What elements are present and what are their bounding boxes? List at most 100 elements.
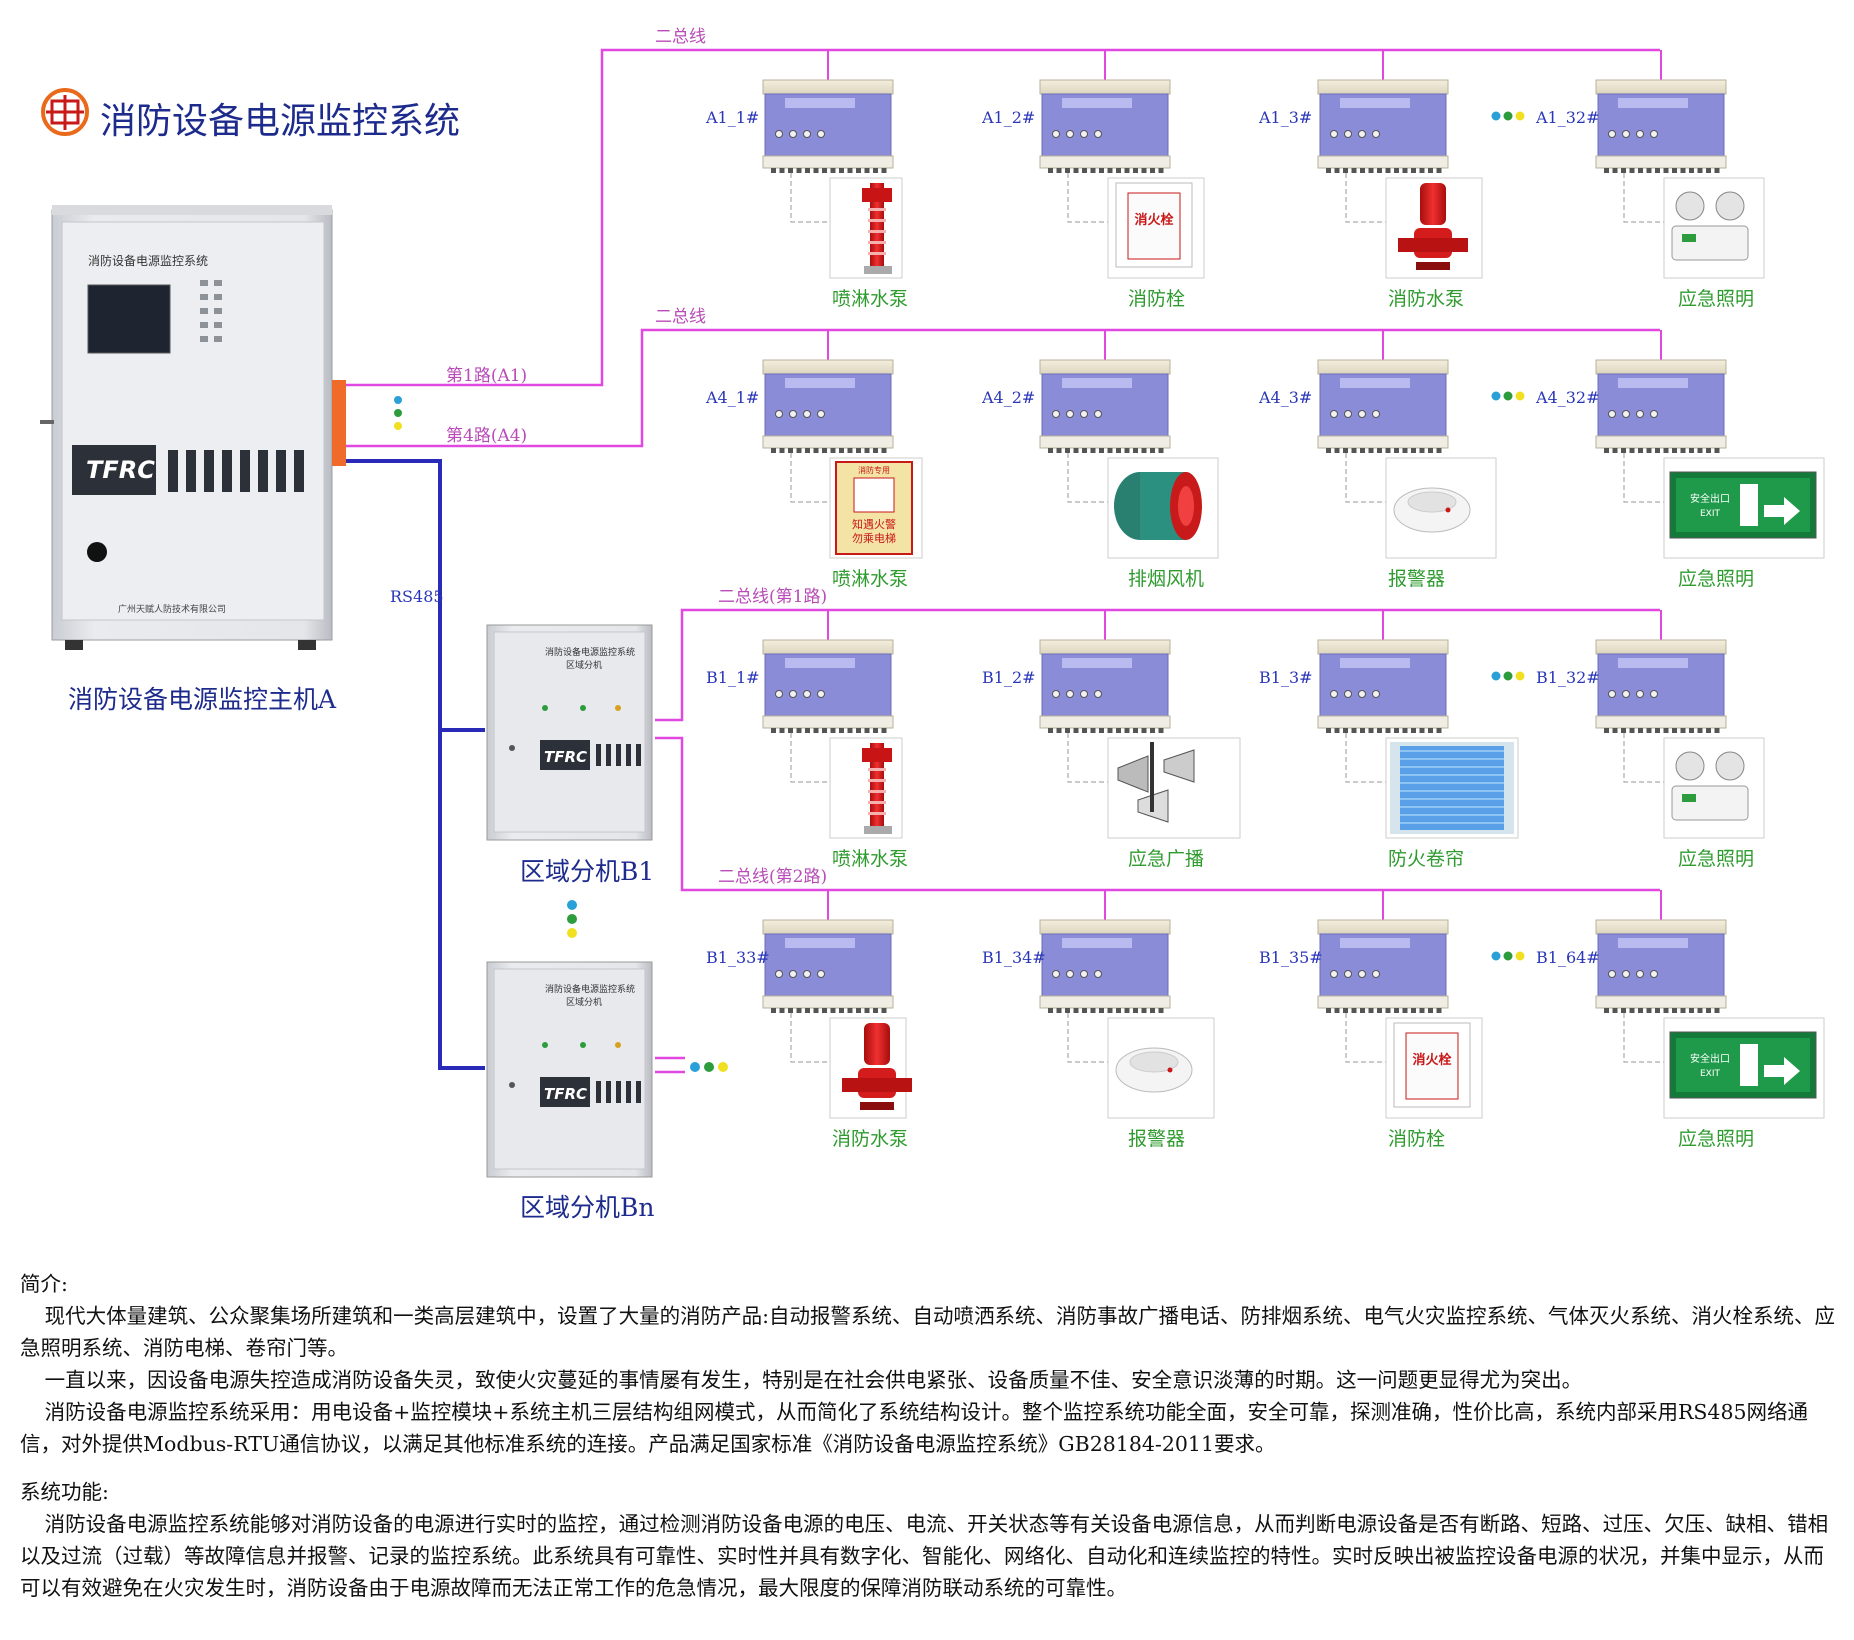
device-speaker	[1107, 737, 1241, 839]
monitor-module	[1039, 890, 1171, 1063]
monitor-module	[1595, 890, 1727, 1063]
device-label: 防火卷帘	[1388, 848, 1465, 870]
intro-paragraph-2: 一直以来，因设备电源失控造成消防设备失灵，致使火灾蔓延的事情屡有发生，特别是在社…	[44, 1368, 1583, 1392]
monitor-module	[1317, 610, 1449, 783]
device-label: 消防水泵	[1388, 288, 1465, 310]
sub1-caption: 区域分机B1	[520, 857, 655, 886]
module-address: A4_3#	[1259, 388, 1313, 407]
bus-lines-b1	[655, 608, 1660, 1074]
elevator-sign-main: 知遇火警	[852, 517, 896, 531]
module-address: B1_34#	[982, 948, 1046, 967]
device-label: 应急广播	[1128, 848, 1205, 870]
description: 简介: 现代大体量建筑、公众聚集场所建筑和一类高层建筑中，设置了大量的消防产品:…	[20, 1268, 1840, 1604]
intro-heading: 简介:	[20, 1272, 68, 1296]
device-label: 消防栓	[1128, 288, 1186, 310]
monitor-module	[762, 890, 894, 1063]
features-paragraph-1: 消防设备电源监控系统能够对消防设备的电源进行实时的监控，通过检测消防设备电源的电…	[20, 1512, 1829, 1600]
module-address: A1_2#	[982, 108, 1036, 127]
device-label: 应急照明	[1678, 288, 1755, 310]
device-detector	[1385, 457, 1497, 559]
module-rows: 消火栓消防专用知遇火警勿乘电梯安全出口EXIT消火栓安全出口EXIT	[762, 50, 1825, 1119]
subn-panel-sub: 区域分机	[566, 996, 602, 1008]
monitor-module	[762, 50, 894, 223]
device-label: 喷淋水泵	[832, 848, 909, 870]
device-pump-vertical	[829, 737, 903, 839]
system-title: 消防设备电源监控系统	[100, 101, 461, 142]
host-terminal	[332, 380, 346, 466]
device-label: 喷淋水泵	[832, 288, 909, 310]
monitor-module	[1595, 330, 1727, 503]
intro-paragraph-1: 现代大体量建筑、公众聚集场所建筑和一类高层建筑中，设置了大量的消防产品:自动报警…	[20, 1304, 1835, 1360]
rs485-line	[346, 459, 485, 1070]
sub1-brand: TFRC	[544, 748, 587, 766]
device-lamp	[1663, 177, 1765, 279]
bus-label-1: 二总线	[655, 27, 706, 47]
device-hydrant: 消火栓	[1107, 177, 1205, 279]
monitor-module	[1317, 330, 1449, 503]
subn-caption: 区域分机Bn	[520, 1193, 655, 1222]
module-address: B1_1#	[706, 668, 760, 687]
monitor-module	[1039, 330, 1171, 503]
device-exit: 安全出口 EXIT	[1663, 457, 1825, 559]
features-heading: 系统功能:	[20, 1480, 109, 1504]
route1-label: 第1路(A1)	[446, 366, 528, 386]
system-diagram: 消防设备电源监控系统 TFRC 广州天赋人防技术有限公司	[40, 27, 1825, 1222]
exit-text: 安全出口	[1690, 492, 1730, 505]
device-label: 应急照明	[1678, 1128, 1755, 1150]
ellipsis-dots	[1491, 671, 1525, 681]
module-address: A4_32#	[1536, 388, 1600, 407]
ellipsis-dots	[1491, 391, 1525, 401]
exit-text: 安全出口	[1690, 1052, 1730, 1065]
device-fan	[1107, 457, 1219, 559]
monitor-module	[762, 330, 894, 503]
bus-lines-host	[346, 48, 1660, 448]
sub1-panel-title: 消防设备电源监控系统	[545, 646, 635, 658]
monitor-module	[1317, 50, 1449, 223]
bus-label-3: 二总线(第1路)	[718, 587, 828, 607]
device-detector	[1107, 1017, 1215, 1119]
device-label: 消防水泵	[832, 1128, 909, 1150]
module-address: B1_3#	[1259, 668, 1313, 687]
device-exit: 安全出口 EXIT	[1663, 1017, 1825, 1119]
monitor-module	[1595, 50, 1727, 223]
module-address: A1_32#	[1536, 108, 1600, 127]
subn-brand: TFRC	[544, 1085, 587, 1103]
device-label: 报警器	[1128, 1128, 1186, 1150]
module-address: B1_32#	[1536, 668, 1600, 687]
host-company: 广州天赋人防技术有限公司	[118, 603, 226, 615]
module-address: A1_1#	[706, 108, 760, 127]
route4-label: 第4路(A4)	[446, 426, 528, 446]
monitor-module	[1317, 890, 1449, 1063]
device-label: 应急照明	[1678, 568, 1755, 590]
exit-en-text: EXIT	[1700, 509, 1721, 519]
device-pump-inline	[1385, 177, 1483, 279]
ellipsis-dots	[1491, 951, 1525, 961]
host-caption: 消防设备电源监控主机A	[68, 685, 337, 714]
module-address: B1_35#	[1259, 948, 1323, 967]
rs485-label: RS485	[390, 587, 444, 606]
monitor-module	[762, 610, 894, 783]
hydrant-text: 消火栓	[1412, 1052, 1451, 1068]
device-pump-vertical	[829, 177, 903, 279]
module-address: A1_3#	[1259, 108, 1313, 127]
monitor-module	[1039, 50, 1171, 223]
host-brand: TFRC	[86, 456, 155, 484]
monitor-module	[1039, 610, 1171, 783]
device-label: 排烟风机	[1128, 568, 1205, 590]
host-panel-title: 消防设备电源监控系统	[88, 253, 208, 268]
device-hydrant: 消火栓	[1385, 1017, 1483, 1119]
device-label: 报警器	[1388, 568, 1446, 590]
ellipsis-dots	[394, 396, 728, 1072]
device-lamp	[1663, 737, 1765, 839]
monitor-module	[1595, 610, 1727, 783]
exit-en-text: EXIT	[1700, 1069, 1721, 1079]
device-pump-inline	[829, 1017, 912, 1119]
module-address: B1_33#	[706, 948, 770, 967]
device-label: 应急照明	[1678, 848, 1755, 870]
elevator-sign-top: 消防专用	[858, 465, 890, 475]
ellipsis-dots	[1491, 111, 1525, 121]
module-address: B1_2#	[982, 668, 1036, 687]
diagram-canvas: 消防设备电源监控系统 TFRC 广州天赋人防技术有限公司	[40, 48, 1825, 1178]
subn-panel-title: 消防设备电源监控系统	[545, 983, 635, 995]
sub1-panel-sub: 区域分机	[566, 659, 602, 671]
